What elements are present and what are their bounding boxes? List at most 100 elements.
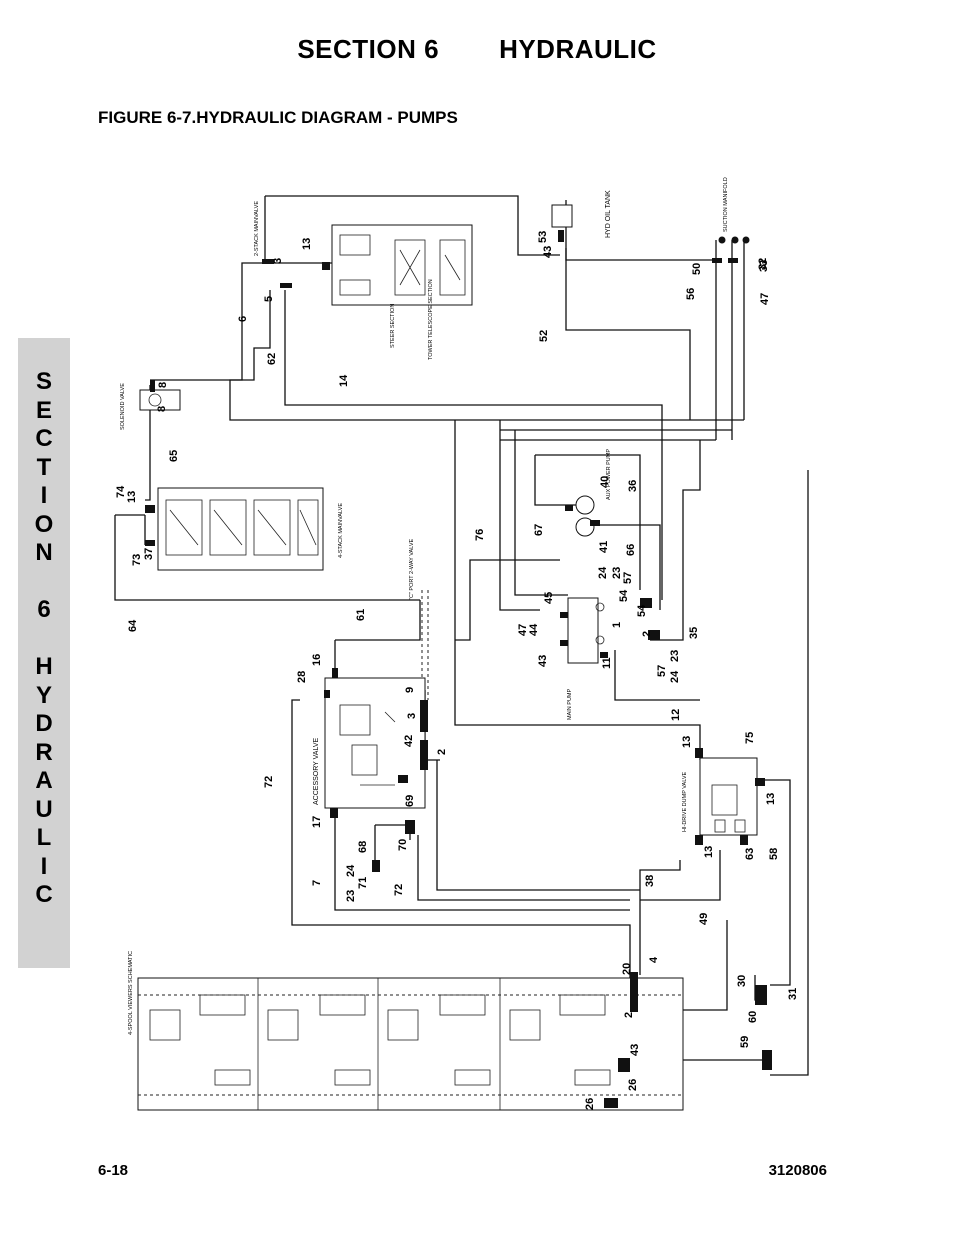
valve-section (454, 1069, 491, 1086)
main-pump-label: MAIN PUMP (567, 689, 573, 721)
line-number-label: 3 (406, 713, 418, 719)
line-number-label: 3 (272, 258, 284, 264)
fitting (560, 640, 568, 646)
line-number-label: 54 (618, 589, 630, 602)
line-path (534, 455, 580, 506)
valve-section (267, 1009, 299, 1041)
line-number-label: 52 (538, 330, 550, 342)
fitting (145, 540, 155, 546)
line-path (114, 515, 420, 601)
line-number-label: 13 (126, 491, 138, 503)
line-number-label: 65 (168, 450, 180, 462)
fitting (595, 602, 605, 612)
line-number-label: 13 (703, 846, 715, 858)
side-tab-letter: U (35, 795, 53, 823)
line-number-label: 44 (528, 623, 540, 636)
line-number-label: 38 (644, 875, 656, 887)
hose-lines (114, 195, 809, 1076)
line-number-label: 74 (115, 485, 127, 498)
fitting (695, 748, 703, 758)
line-number-label: 54 (636, 604, 648, 617)
line-path (639, 860, 681, 975)
line-number-label: 36 (627, 480, 639, 492)
side-tab-letter: O (34, 510, 54, 538)
line-number-label: 43 (537, 655, 549, 667)
tower-telescope-section-label: TOWER TELESCOPE SECTION (428, 279, 434, 360)
line-path (682, 440, 701, 620)
four-spool-viewers-label: 4-SPOOL VIEWERS SCHEMATIC (128, 951, 134, 1035)
aux-pump-circle (575, 495, 595, 515)
components (137, 204, 758, 1111)
side-tab-letter: L (36, 824, 52, 851)
solenoid-valve-label: SOLENOID VALVE (120, 383, 126, 430)
line-number-label: 72 (393, 884, 405, 896)
figure-title: FIGURE 6-7.HYDRAULIC DIAGRAM - PUMPS (98, 108, 458, 127)
line-number-label: 50 (691, 263, 703, 275)
fitting (565, 505, 573, 511)
fitting (762, 1050, 772, 1070)
fitting (728, 258, 738, 263)
spool-symbol (399, 249, 461, 286)
line-number-label: 47 (759, 293, 771, 305)
fitting (640, 598, 652, 608)
line-number-label: 16 (311, 654, 323, 666)
document-number: 3120806 (768, 1162, 827, 1179)
line-number-label: 42 (403, 735, 415, 747)
valve-section (339, 234, 371, 256)
valve-section (297, 499, 319, 556)
line-number-label: 2 (436, 749, 448, 755)
hi-drive-dump-valve-label: HI-DRIVE DUMP VALVE (682, 771, 688, 832)
side-tab-letter: Y (35, 681, 52, 709)
fitting (558, 230, 564, 242)
line-number-label: 14 (338, 374, 350, 387)
valve-section (199, 994, 246, 1016)
fitting (600, 652, 608, 658)
line-path (291, 699, 631, 975)
line-number-label: 49 (698, 913, 710, 925)
line-number-label: 63 (744, 848, 756, 860)
side-tab-letter: C (35, 425, 53, 452)
line-path (334, 815, 630, 911)
fitting (648, 630, 660, 640)
line-path (145, 385, 151, 501)
side-tab-letter: E (35, 396, 52, 424)
fitting (262, 259, 274, 264)
fitting (322, 262, 330, 270)
fitting (740, 835, 748, 845)
line-number-label: 31 (787, 988, 799, 1000)
solenoid-coil (148, 393, 162, 407)
line-number-label: 57 (622, 572, 634, 584)
fitting (324, 690, 330, 698)
valve-section (319, 994, 366, 1016)
line-number-label: 71 (357, 877, 369, 889)
valve-section (253, 499, 291, 556)
spool-symbol (360, 711, 396, 786)
line-number-label: 56 (685, 288, 697, 300)
port-box (714, 819, 726, 833)
line-number-label: 24 (597, 566, 609, 579)
section-number: SECTION 6 (297, 34, 440, 64)
line-path (565, 200, 691, 420)
line-path (417, 835, 630, 901)
side-tab-letter: R (35, 738, 53, 766)
accessory-valve-box (324, 677, 426, 809)
steer-section-label: STEER SECTION (390, 304, 396, 348)
fitting (755, 985, 767, 1005)
two-stack-mainvalve-label: 2-STACK MAINVALVE (254, 201, 260, 256)
side-tab-letter: T (36, 453, 52, 481)
solenoid-valve-box (139, 389, 181, 411)
side-tab-letter: S (35, 368, 52, 395)
line-number-label: 43 (629, 1044, 641, 1056)
valve-section (214, 1069, 251, 1086)
fitting (755, 778, 765, 786)
line-number-label: 8 (156, 406, 168, 412)
side-tab-letter: N (35, 539, 53, 566)
line-number-label: 75 (744, 732, 756, 744)
line-number-label: 30 (736, 975, 748, 987)
line-number-label: 4 (648, 956, 660, 963)
side-tab-letter: D (35, 710, 53, 737)
side-tab-letter: I (40, 482, 48, 509)
fittings (145, 230, 772, 1108)
spool-symbol (169, 509, 317, 546)
line-number-label: 32 (757, 258, 769, 270)
